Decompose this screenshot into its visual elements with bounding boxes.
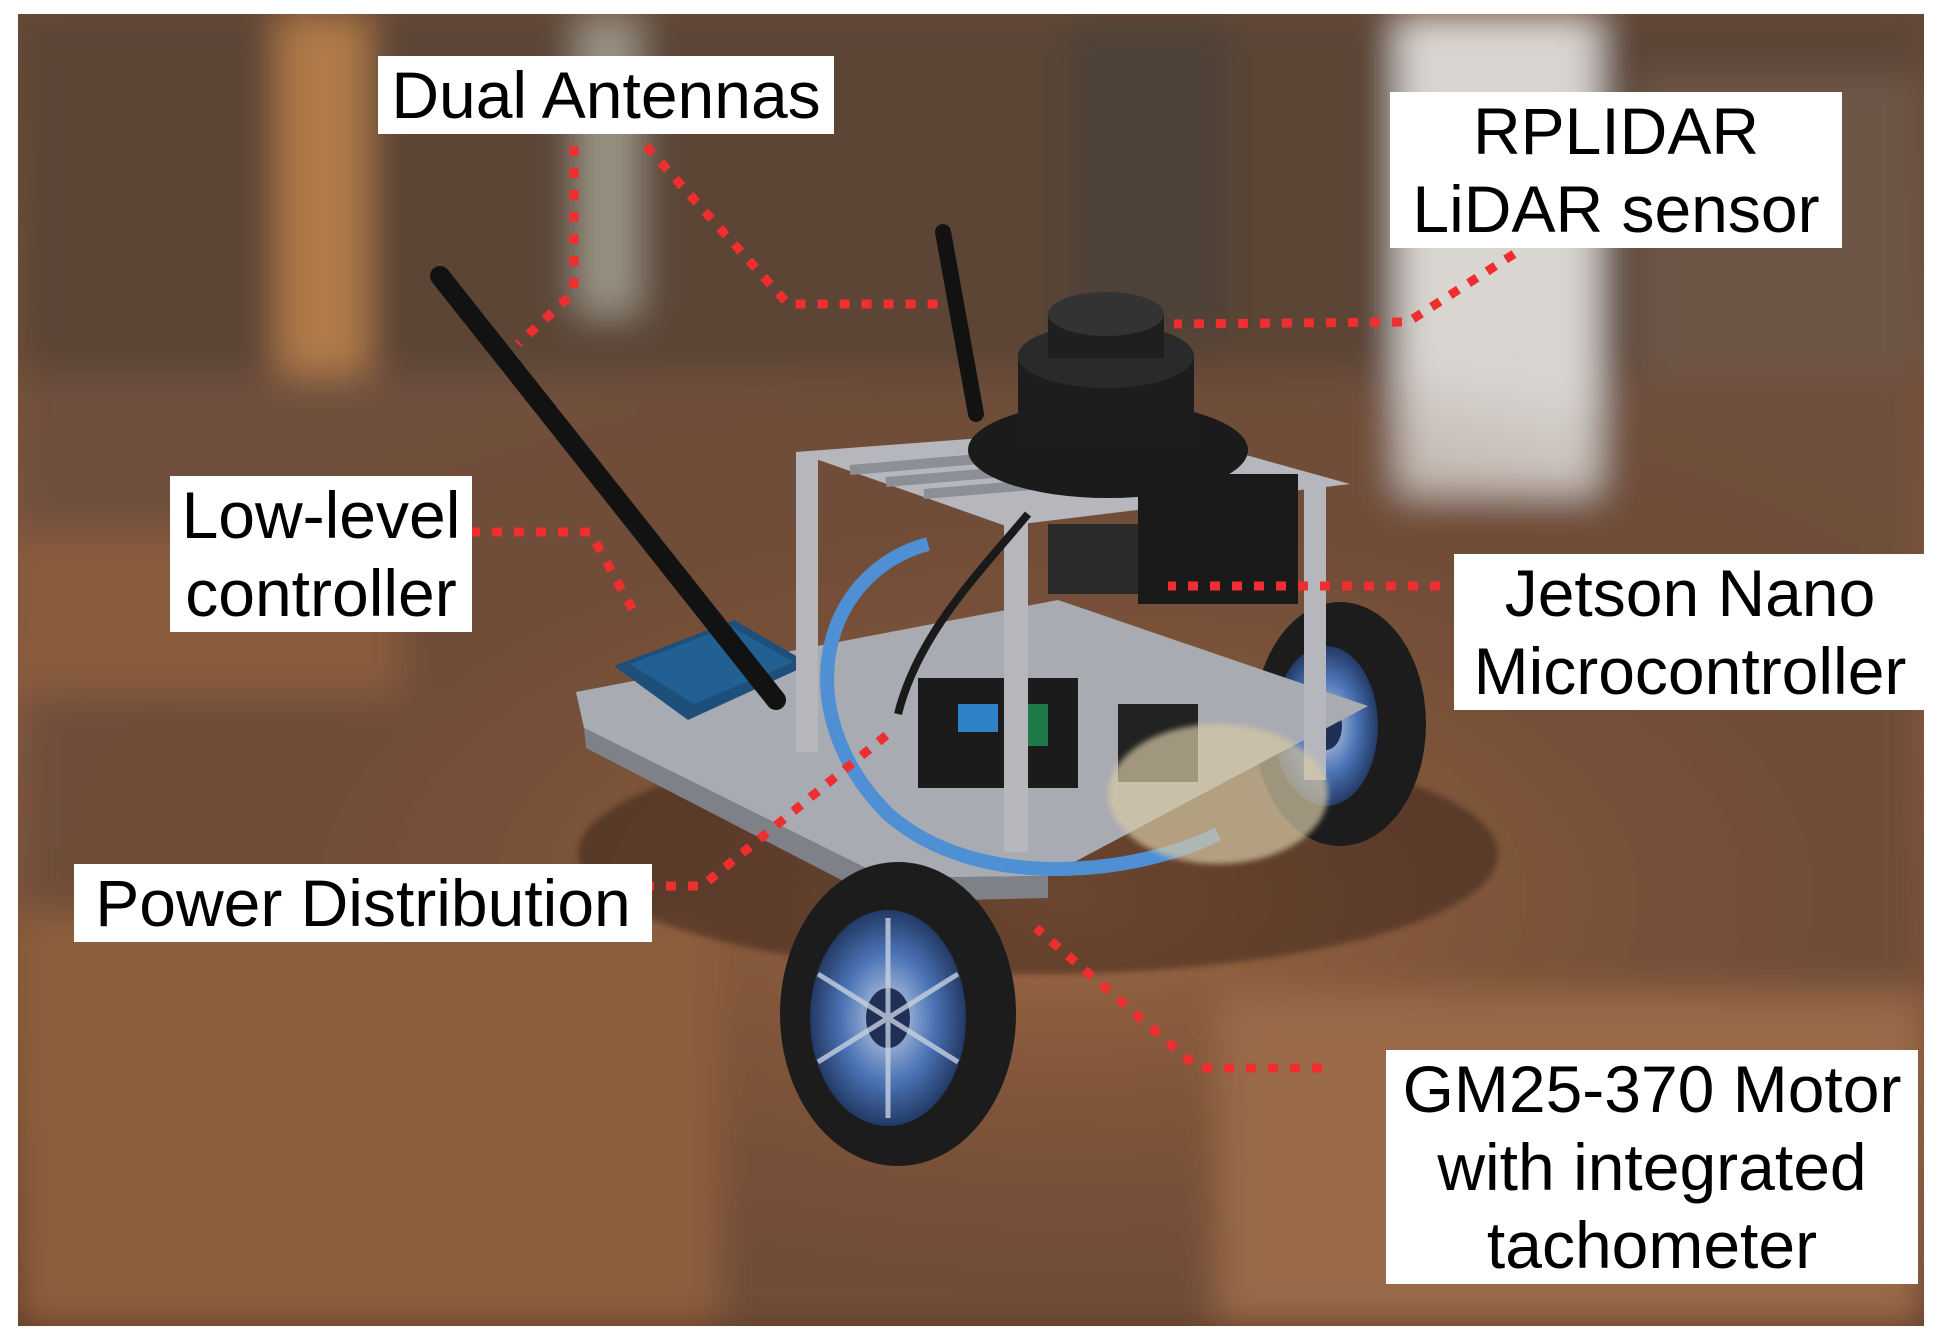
callout-dual-antennas: Dual Antennas [378,56,834,134]
leader-low-level [448,527,638,615]
usb-cable [820,537,1222,876]
leader-motor [1033,924,1322,1073]
leader-lines [448,142,1517,1073]
callout-motor: GM25-370 Motor with integrated tachomete… [1386,1050,1918,1284]
robot-photo: Dual Antennas RPLIDAR LiDAR sensor Low-l… [18,14,1924,1326]
leader-dual-antennas-left [514,146,579,348]
callout-low-level-controller: Low-level controller [170,476,472,632]
callout-power-distribution: Power Distribution [74,864,652,942]
lidar-sensor [968,292,1248,498]
callout-jetson-nano: Jetson Nano Microcontroller [1454,554,1924,710]
front-wheel [780,862,1016,1166]
right-antenna [935,224,984,422]
left-antenna [430,266,786,710]
blurred-region [1108,724,1328,864]
callout-rplidar: RPLIDAR LiDAR sensor [1390,92,1842,248]
leader-dual-antennas-right [642,142,938,309]
power-board [918,678,1078,788]
